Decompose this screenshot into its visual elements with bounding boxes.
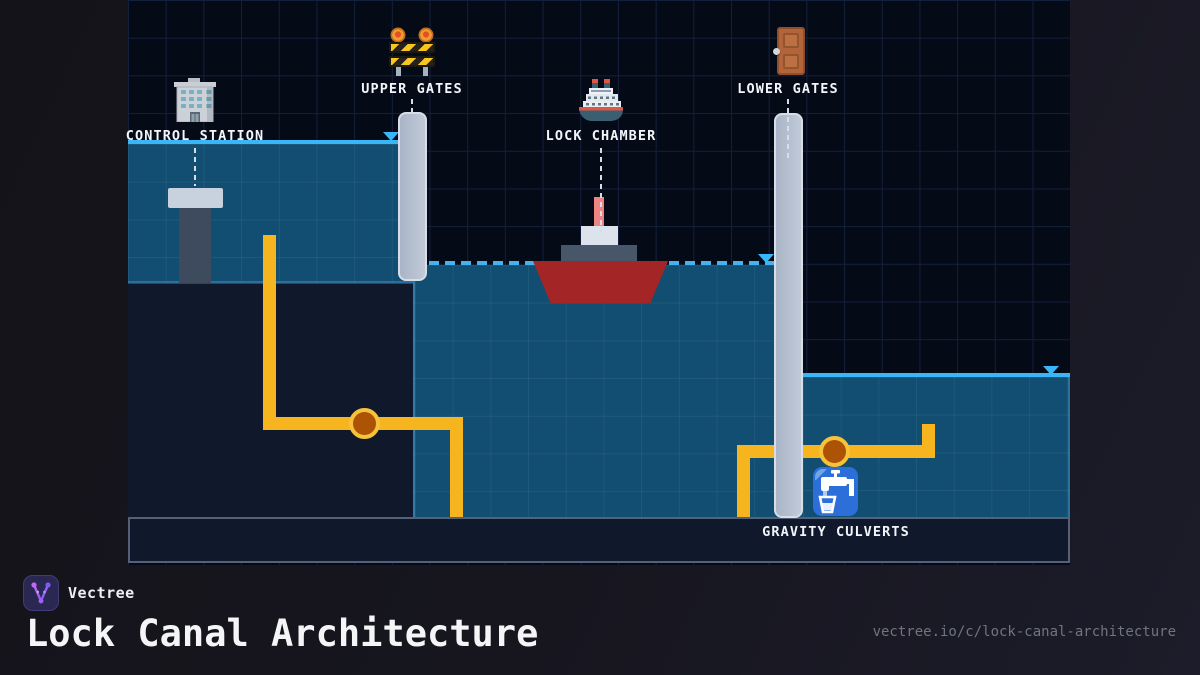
leader-upper-gates (411, 99, 413, 114)
valve-left (349, 408, 380, 439)
vectree-logo-icon (23, 575, 59, 611)
label-lower-gates: LOWER GATES (737, 81, 839, 97)
lower-waterline-marker-icon (1043, 366, 1059, 375)
culvert-pipe-left-drop (263, 235, 276, 430)
page-url: vectree.io/c/lock-canal-architecture (872, 624, 1176, 640)
label-control-station: CONTROL STATION (125, 128, 265, 144)
boat-cabin-lower (561, 245, 637, 262)
label-lock-chamber: LOCK CHAMBER (545, 128, 657, 144)
lower-pool-waterline (803, 373, 1070, 377)
culvert-pipe-right-outlet (737, 445, 750, 517)
boat-cabin-top (581, 226, 618, 246)
barrier-leg (423, 67, 428, 76)
barrier-stripe-bar (389, 56, 435, 67)
upper-waterline-marker-icon (383, 132, 399, 141)
leader-lower-gates (787, 99, 789, 160)
page-title: Lock Canal Architecture (26, 612, 539, 655)
upper-pool-water (128, 144, 413, 283)
door-panel (783, 33, 799, 48)
construction-barrier-icon (389, 27, 435, 77)
upper-pool-waterline (128, 140, 413, 144)
diagram-panel: CONTROL STATION UPPER GATES LOCK CHAMBER… (125, 0, 1070, 565)
barrier-leg (396, 67, 401, 76)
chamber-waterline-marker-icon (758, 254, 774, 263)
control-structure-cap (168, 188, 223, 208)
door-icon (773, 27, 807, 78)
door-body (773, 27, 805, 75)
boat-mast (594, 197, 604, 227)
culvert-pipe-left-outlet (450, 417, 463, 517)
lower-gate (774, 113, 803, 518)
upper-gate (398, 112, 427, 281)
label-upper-gates: UPPER GATES (361, 81, 463, 97)
barrier-light-icon (420, 29, 432, 41)
label-gravity-culverts: GRAVITY CULVERTS (762, 524, 910, 540)
valve-right (819, 436, 850, 467)
potable-water-faucet-icon (813, 467, 858, 516)
control-structure-pillar (179, 208, 211, 283)
bedrock-bar (128, 517, 1070, 563)
office-building-icon (172, 78, 218, 123)
barrier-light-icon (392, 29, 404, 41)
brand-name: Vectree (68, 584, 135, 602)
ship-icon (578, 76, 624, 122)
leader-control-station (194, 148, 196, 186)
barrier-stripe-bar (389, 42, 435, 53)
door-panel (783, 54, 799, 69)
leader-lock-chamber (600, 148, 602, 232)
door-knob (773, 48, 780, 55)
boat-hull (533, 261, 668, 303)
